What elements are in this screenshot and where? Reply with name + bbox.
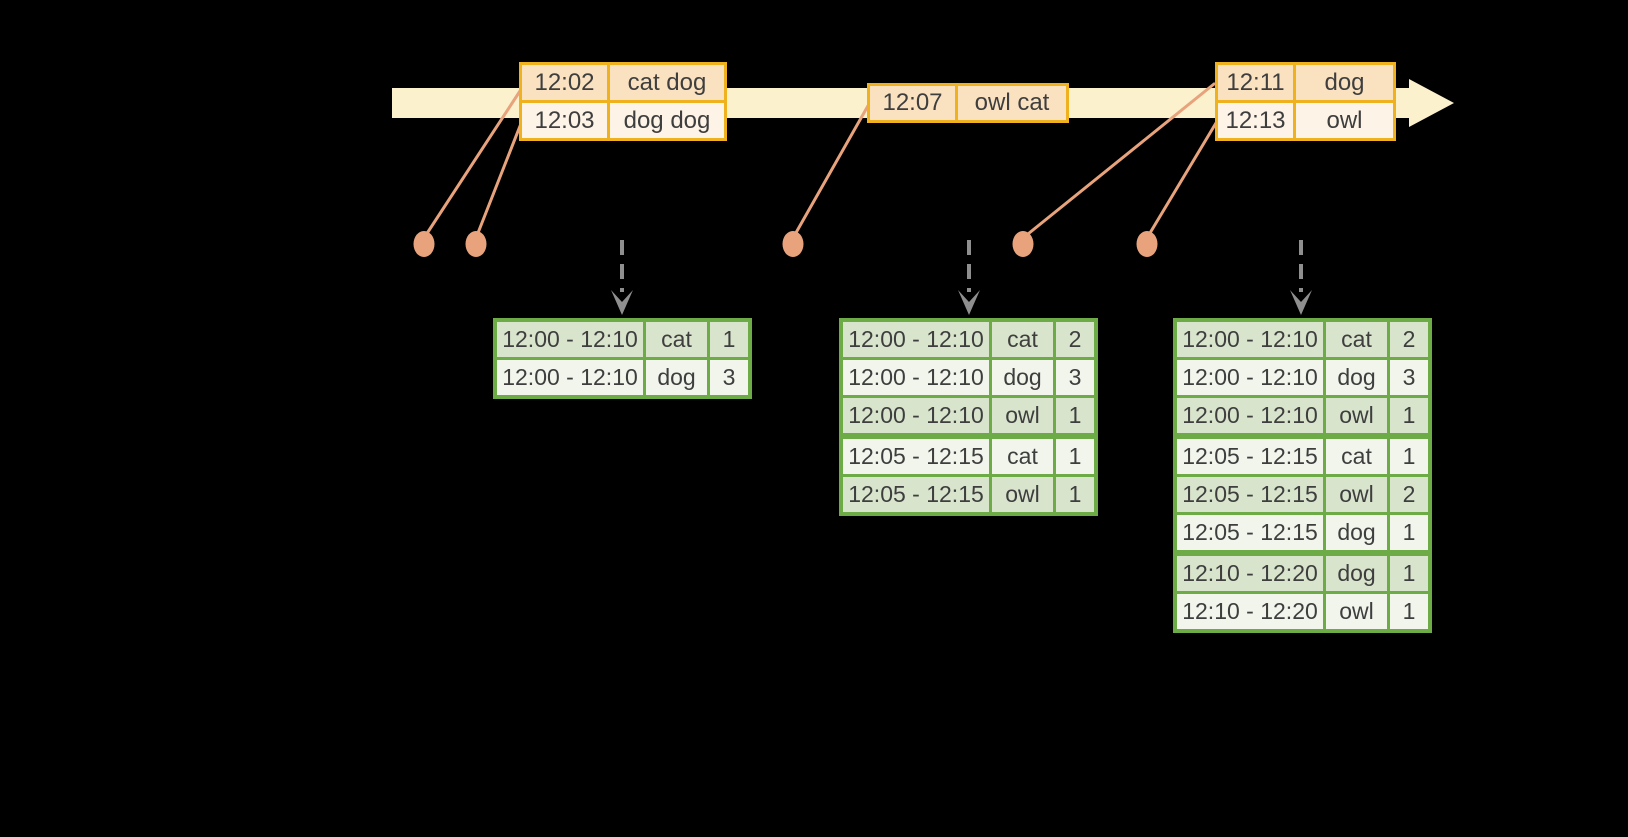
event-time-cell: 12:13 [1218, 103, 1293, 138]
event-dot-1207 [782, 231, 804, 257]
count-cell: 1 [1056, 439, 1094, 474]
window-cell: 12:05 - 12:15 [843, 477, 989, 512]
window-cell: 12:10 - 12:20 [1177, 556, 1323, 591]
event-connector-lines [422, 82, 1218, 240]
count-cell: 1 [1390, 439, 1428, 474]
result-row: 12:00 - 12:10 dog 3 [1177, 360, 1428, 395]
trigger-down-arrow-icon-2 [958, 290, 980, 315]
event-table-2: 12:07 owl cat [867, 83, 1069, 123]
trigger-down-arrow-icon-1 [611, 290, 633, 315]
result-row: 12:05 - 12:15 cat 1 [843, 439, 1094, 474]
result-row: 12:00 - 12:10 owl 1 [843, 398, 1094, 433]
count-cell: 1 [1390, 556, 1428, 591]
result-table-3: 12:00 - 12:10 cat 2 12:00 - 12:10 dog 3 … [1173, 318, 1432, 633]
timeline-arrowhead-icon [1409, 79, 1454, 127]
event-words-cell: dog [1296, 65, 1393, 100]
word-cell: owl [992, 477, 1053, 512]
word-cell: cat [1326, 439, 1387, 474]
word-cell: dog [1326, 515, 1387, 550]
count-cell: 1 [1390, 398, 1428, 433]
count-cell: 1 [1390, 594, 1428, 629]
count-cell: 3 [1056, 360, 1094, 395]
result-row: 12:05 - 12:15 owl 2 [1177, 477, 1428, 512]
word-cell: cat [1326, 322, 1387, 357]
result-row: 12:05 - 12:15 dog 1 [1177, 515, 1428, 550]
window-cell: 12:05 - 12:15 [1177, 515, 1323, 550]
count-cell: 3 [710, 360, 748, 395]
trigger-down-arrow-icon-3 [1290, 290, 1312, 315]
window-cell: 12:00 - 12:10 [843, 398, 989, 433]
result-row: 12:00 - 12:10 cat 2 [843, 322, 1094, 357]
event-dot-1203 [465, 231, 487, 257]
event-time-cell: 12:11 [1218, 65, 1293, 100]
count-cell: 3 [1390, 360, 1428, 395]
window-cell: 12:00 - 12:10 [843, 360, 989, 395]
count-cell: 1 [1056, 477, 1094, 512]
event-words-cell: owl cat [958, 86, 1066, 120]
connector-line-1211 [1021, 82, 1216, 240]
result-table-1: 12:00 - 12:10 cat 1 12:00 - 12:10 dog 3 [493, 318, 752, 399]
connector-line-1207 [791, 102, 871, 240]
count-cell: 2 [1390, 322, 1428, 357]
word-cell: cat [992, 322, 1053, 357]
count-cell: 1 [1390, 515, 1428, 550]
word-cell: owl [1326, 398, 1387, 433]
count-cell: 2 [1056, 322, 1094, 357]
event-row: 12:07 owl cat [870, 86, 1066, 120]
event-time-cell: 12:03 [522, 103, 607, 138]
count-cell: 2 [1390, 477, 1428, 512]
result-row: 12:05 - 12:15 owl 1 [843, 477, 1094, 512]
word-cell: owl [1326, 594, 1387, 629]
result-row: 12:00 - 12:10 dog 3 [497, 360, 748, 395]
window-cell: 12:10 - 12:20 [1177, 594, 1323, 629]
connector-line-1213 [1145, 121, 1218, 240]
event-words-cell: dog dog [610, 103, 724, 138]
word-cell: cat [646, 322, 707, 357]
result-row: 12:05 - 12:15 cat 1 [1177, 439, 1428, 474]
connector-line-1202 [422, 89, 522, 240]
window-cell: 12:05 - 12:15 [843, 439, 989, 474]
word-cell: dog [1326, 556, 1387, 591]
event-words-cell: owl [1296, 103, 1393, 138]
event-dot-1211 [1012, 231, 1034, 257]
event-row: 12:11 dog [1218, 65, 1393, 100]
trigger-arrows [611, 240, 1312, 315]
event-dot-1213 [1136, 231, 1158, 257]
event-time-cell: 12:07 [870, 86, 955, 120]
word-cell: dog [992, 360, 1053, 395]
event-row: 12:02 cat dog [522, 65, 724, 100]
result-row: 12:10 - 12:20 owl 1 [1177, 594, 1428, 629]
event-table-3: 12:11 dog 12:13 owl [1215, 62, 1396, 141]
event-dot-1202 [413, 231, 435, 257]
event-dots [413, 231, 1158, 257]
result-row: 12:00 - 12:10 dog 3 [843, 360, 1094, 395]
result-row: 12:00 - 12:10 cat 2 [1177, 322, 1428, 357]
window-cell: 12:05 - 12:15 [1177, 477, 1323, 512]
window-cell: 12:00 - 12:10 [1177, 398, 1323, 433]
word-cell: owl [992, 398, 1053, 433]
window-cell: 12:00 - 12:10 [1177, 360, 1323, 395]
event-table-1: 12:02 cat dog 12:03 dog dog [519, 62, 727, 141]
result-row: 12:10 - 12:20 dog 1 [1177, 556, 1428, 591]
window-cell: 12:05 - 12:15 [1177, 439, 1323, 474]
word-cell: cat [992, 439, 1053, 474]
count-cell: 1 [1056, 398, 1094, 433]
event-row: 12:03 dog dog [522, 103, 724, 138]
window-cell: 12:00 - 12:10 [843, 322, 989, 357]
window-cell: 12:00 - 12:10 [497, 322, 643, 357]
word-cell: owl [1326, 477, 1387, 512]
event-words-cell: cat dog [610, 65, 724, 100]
word-cell: dog [1326, 360, 1387, 395]
connector-line-1203 [474, 119, 524, 240]
word-cell: dog [646, 360, 707, 395]
count-cell: 1 [710, 322, 748, 357]
result-table-2: 12:00 - 12:10 cat 2 12:00 - 12:10 dog 3 … [839, 318, 1098, 516]
window-cell: 12:00 - 12:10 [1177, 322, 1323, 357]
event-time-cell: 12:02 [522, 65, 607, 100]
window-cell: 12:00 - 12:10 [497, 360, 643, 395]
result-row: 12:00 - 12:10 owl 1 [1177, 398, 1428, 433]
result-row: 12:00 - 12:10 cat 1 [497, 322, 748, 357]
event-row: 12:13 owl [1218, 103, 1393, 138]
